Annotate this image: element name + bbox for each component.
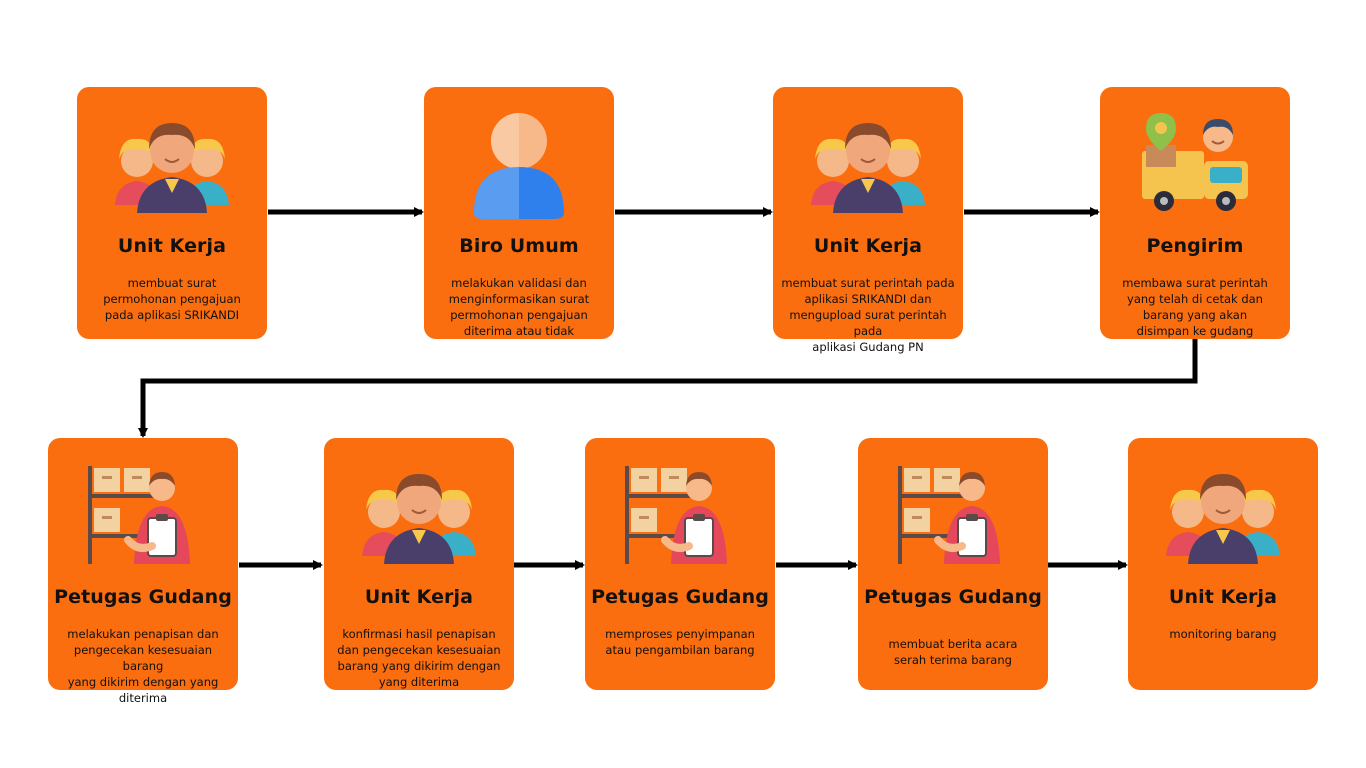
step-title: Unit Kerja <box>364 586 474 608</box>
warehouse-worker-icon <box>78 460 208 570</box>
step-title: Unit Kerja <box>813 235 923 257</box>
step-title: Petugas Gudang <box>54 586 232 608</box>
step-9-box: Unit Kerja monitoring barang <box>1128 438 1318 690</box>
step-title: Petugas Gudang <box>591 586 769 608</box>
step-title: Petugas Gudang <box>864 586 1042 608</box>
step-title: Unit Kerja <box>117 235 227 257</box>
team-icon <box>803 109 933 219</box>
user-icon <box>454 109 584 219</box>
step-title: Pengirim <box>1146 235 1244 257</box>
team-icon <box>107 109 237 219</box>
step-title: Biro Umum <box>459 235 579 257</box>
step-description: monitoring barang <box>1169 627 1277 641</box>
team-icon <box>1158 460 1288 570</box>
arrow-4-5 <box>138 339 1198 438</box>
team-icon <box>354 460 484 570</box>
warehouse-worker-icon <box>615 460 745 570</box>
step-title: Unit Kerja <box>1168 586 1278 608</box>
delivery-truck-icon <box>1130 109 1260 219</box>
warehouse-worker-icon <box>888 460 1018 570</box>
